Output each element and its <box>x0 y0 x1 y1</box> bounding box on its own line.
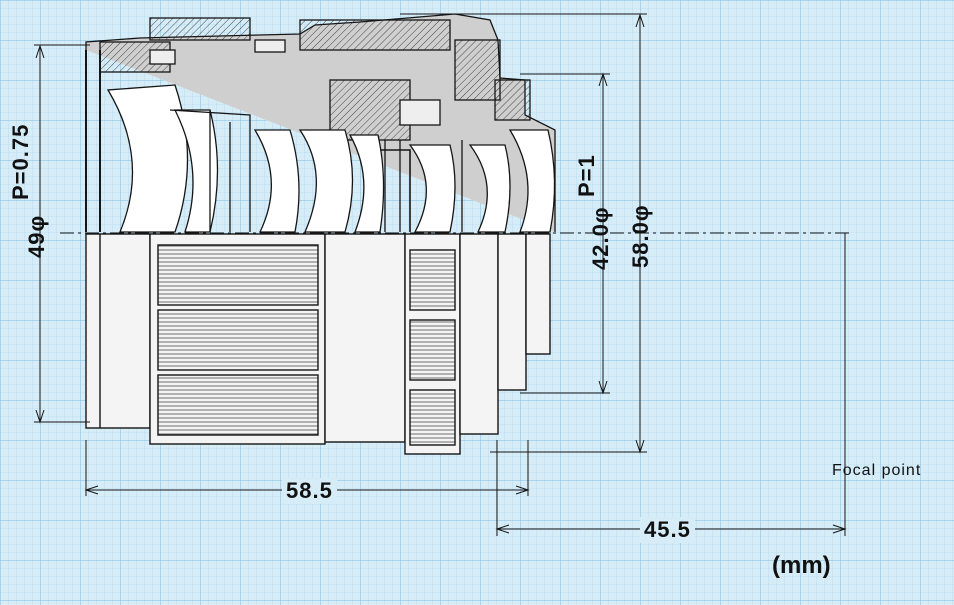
lens-element-8 <box>508 129 556 233</box>
aperture-ring-knurl-3 <box>409 389 456 446</box>
lens-element-6 <box>408 144 456 233</box>
units-label: (mm) <box>772 552 831 579</box>
mount-flange-exterior <box>497 233 527 391</box>
dimension-lines <box>34 13 847 536</box>
focal-point-label: Focal point <box>832 462 922 479</box>
inner-tube <box>169 109 463 232</box>
aperture-ring-knurl-2 <box>409 319 456 381</box>
body-length-label: 58.5 <box>282 478 337 504</box>
barrel-housing-hatched <box>149 17 251 41</box>
front-barrel-exterior <box>85 233 151 429</box>
focus-ring-knurl-2 <box>157 309 319 371</box>
mount-diameter-label: 42.0φ <box>588 206 613 270</box>
aperture-ring-knurl-1 <box>409 249 456 311</box>
retaining-screw <box>149 49 176 65</box>
lens-element-5 <box>348 134 385 233</box>
focus-mechanism-hatched <box>299 19 451 51</box>
lens-element-3 <box>253 129 300 233</box>
front-thread-pitch-label: P=0.75 <box>8 123 33 200</box>
mount-ring-hatched <box>454 39 501 101</box>
lens-cross-section-upper <box>85 13 556 233</box>
lens-element-4 <box>298 129 354 233</box>
body-diameter-label: 58.0φ <box>628 204 653 268</box>
helicoid-screw <box>254 39 286 53</box>
focus-ring-knurl-1 <box>157 244 319 306</box>
lens-exterior-lower <box>85 233 551 455</box>
rear-mount-exterior <box>525 233 551 355</box>
middle-barrel-exterior <box>324 233 406 443</box>
back-focus-label: 45.5 <box>640 517 695 543</box>
lens-element-7 <box>468 144 511 233</box>
front-diameter-label: 49φ <box>24 214 49 258</box>
aperture-blades <box>380 149 411 232</box>
focus-ring-knurl-3 <box>157 374 319 436</box>
rear-barrel-exterior <box>459 233 499 435</box>
rear-thread-pitch-label: P=1 <box>574 154 599 197</box>
rear-flange-hatched <box>494 79 531 121</box>
mount-screw <box>399 99 441 126</box>
